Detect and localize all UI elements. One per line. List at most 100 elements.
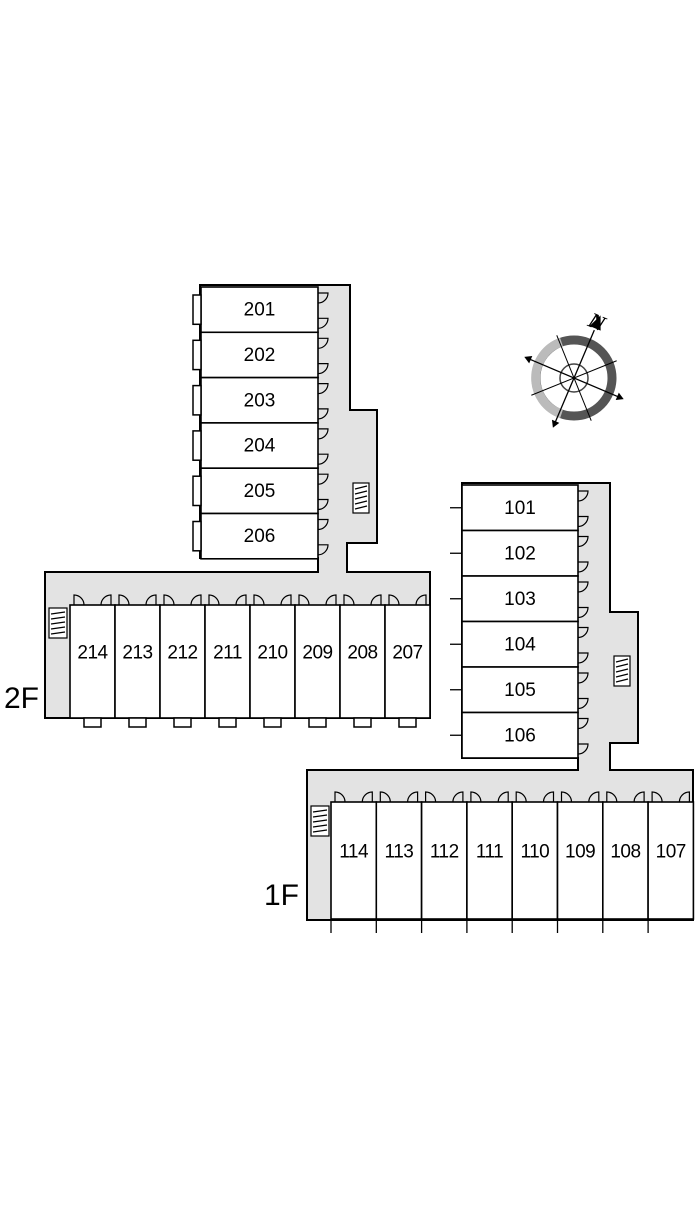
balcony [192, 430, 202, 461]
room-unit: 108 [601, 791, 649, 933]
door-icon [280, 594, 292, 606]
room-unit: 105 [450, 666, 589, 714]
floor-1-stair-east [613, 655, 631, 687]
room-unit: 104 [450, 620, 589, 668]
room-number-label: 202 [244, 345, 276, 366]
door-icon [577, 652, 589, 664]
door-icon [577, 490, 589, 502]
balcony [353, 717, 372, 728]
door-icon [425, 791, 437, 803]
room-unit: 207 [384, 594, 431, 728]
door-icon [317, 363, 329, 375]
room-number-label: 109 [565, 841, 595, 862]
room-number-label: 101 [504, 498, 536, 519]
room-outline [330, 801, 378, 920]
door-icon [577, 672, 589, 684]
floor-2-stair-north [352, 482, 370, 514]
door-icon [651, 791, 663, 803]
room-number-label: 113 [385, 841, 414, 862]
room-unit: 113 [375, 791, 423, 933]
door-icon [73, 594, 85, 606]
door-icon [515, 791, 527, 803]
room-number-label: 207 [392, 643, 422, 664]
room-unit: 206 [192, 512, 329, 560]
door-icon [190, 594, 202, 606]
balcony [83, 717, 102, 728]
balcony [308, 717, 327, 728]
door-icon [633, 791, 645, 803]
room-number-label: 211 [213, 643, 242, 664]
room-unit: 203 [192, 376, 329, 424]
room-outline [114, 604, 161, 719]
room-outline [204, 604, 251, 719]
room-unit: 209 [294, 594, 341, 728]
door-icon [317, 473, 329, 485]
floor-2-label: 2F [4, 682, 39, 715]
room-number-label: 205 [244, 481, 276, 502]
door-icon [577, 697, 589, 710]
door-icon [452, 791, 464, 803]
room-outline [375, 801, 423, 920]
room-unit: 211 [204, 594, 251, 728]
door-icon [370, 594, 382, 606]
door-icon [253, 594, 265, 606]
balcony [128, 717, 147, 728]
door-icon [325, 594, 337, 606]
balcony [173, 717, 192, 728]
balcony [192, 384, 202, 416]
room-number-label: 212 [167, 643, 197, 664]
door-icon [317, 317, 329, 329]
door-icon [542, 791, 555, 803]
balcony [398, 717, 417, 728]
door-icon [317, 428, 329, 440]
room-number-label: 107 [656, 841, 686, 862]
door-icon [317, 408, 329, 420]
door-icon [145, 594, 157, 606]
door-icon [577, 535, 589, 548]
door-icon [317, 453, 329, 465]
balcony [192, 339, 202, 371]
door-icon [577, 626, 589, 639]
door-icon [118, 594, 130, 606]
room-unit: 109 [556, 791, 604, 933]
room-unit: 208 [339, 594, 386, 728]
room-outline [339, 604, 386, 719]
room-unit: 201 [192, 286, 329, 334]
room-unit: 106 [450, 711, 589, 759]
room-outline [647, 801, 695, 920]
room-unit: 204 [192, 422, 329, 469]
door-icon [163, 594, 175, 606]
door-icon [317, 518, 329, 531]
floor-2-north-wing: 201 202 203 204 205 206 [192, 286, 329, 560]
balcony [192, 475, 202, 507]
door-icon [343, 594, 355, 606]
door-icon [361, 791, 373, 803]
door-icon [415, 594, 427, 606]
floor-1-label: 1F [264, 879, 299, 912]
door-icon [588, 791, 600, 803]
room-unit: 112 [420, 791, 468, 933]
room-unit: 114 [330, 791, 378, 933]
room-unit: 111 [466, 791, 513, 933]
room-unit: 110 [511, 791, 559, 933]
room-outline [556, 801, 604, 920]
room-number-label: 204 [244, 436, 276, 457]
room-number-label: 106 [504, 725, 536, 746]
room-outline [420, 801, 468, 920]
door-icon [317, 292, 329, 304]
door-icon [379, 791, 391, 803]
room-outline [511, 801, 559, 920]
room-unit: 107 [647, 791, 695, 933]
door-icon [606, 791, 618, 803]
door-icon [577, 581, 589, 593]
room-unit: 210 [249, 594, 296, 728]
room-unit: 205 [192, 467, 329, 515]
room-number-label: 201 [244, 300, 276, 321]
door-icon [497, 791, 509, 803]
compass-north-label: N [584, 307, 610, 337]
room-outline [200, 467, 319, 515]
room-number-label: 104 [504, 634, 536, 655]
